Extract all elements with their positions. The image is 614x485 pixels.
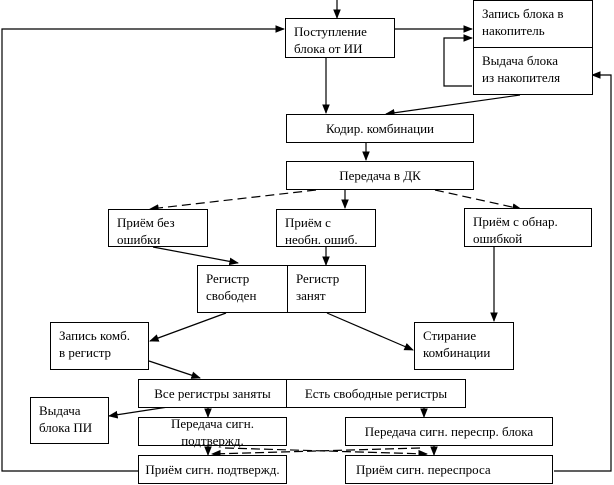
edge-transmit-to-detected (434, 189, 522, 211)
node-label: Запись блока в накопитель (482, 6, 564, 38)
node-register-busy: Регистр занят (287, 265, 366, 313)
node-label: Регистр занят (296, 271, 340, 303)
node-label: Приём без ошибки (117, 215, 175, 247)
node-receive-detected-error: Приём с обнар. ошибкой (464, 208, 592, 247)
node-send-repeat-request-signal: Передача сигн. переспр. блока (345, 417, 553, 446)
node-send-ack-signal: Передача сигн. подтвержд. (138, 415, 287, 448)
node-receive-repeat-request-signal: Приём сигн. переспроса (345, 455, 553, 484)
node-label: Запись комб. в регистр (59, 328, 130, 360)
edge-buffer-output-loop (443, 34, 473, 87)
node-label: Приём сигн. подтвержд. (145, 462, 280, 477)
node-receive-undetected-error: Приём с необн. ошиб. (276, 209, 376, 247)
node-label: Все регистры заняты (154, 386, 271, 401)
edge-buffer-to-encode (385, 94, 521, 117)
node-receive-ack-signal: Приём сигн. подтвержд. (138, 455, 287, 484)
node-register-free: Регистр свободен (197, 265, 288, 313)
node-output-block-to-receiver: Выдача блока ПИ (30, 397, 109, 444)
node-label: Стирание комбинации (423, 328, 491, 360)
node-erase-combination: Стирание комбинации (414, 322, 514, 370)
node-label: Приём с обнар. ошибкой (473, 214, 558, 246)
edge-receive-repeat-loop (554, 71, 612, 472)
node-label: Есть свободные регистры (304, 386, 448, 401)
edge-transmit-to-no-error (149, 189, 317, 212)
edge-send-repeat-to-receive-ack (211, 447, 421, 458)
edge-receive-ack-loop (1, 25, 285, 472)
node-free-registers-exist: Есть свободные регистры (286, 379, 466, 408)
node-label: Передача в ДК (339, 168, 421, 183)
node-write-to-register: Запись комб. в регистр (50, 322, 149, 370)
node-label: Приём сигн. переспроса (356, 462, 491, 477)
edge-write-to-all-busy (148, 360, 201, 379)
edge-send-ack-to-receive-repeat (224, 447, 428, 458)
node-receive-no-error: Приём без ошибки (108, 209, 208, 247)
edge-all-busy-to-output-pi (108, 406, 169, 419)
node-all-registers-busy: Все регистры заняты (138, 379, 287, 408)
node-output-block-from-buffer: Выдача блока из накопителя (473, 47, 593, 95)
node-transmit-to-channel: Передача в ДК (286, 161, 474, 190)
edge-register-free-to-write (149, 312, 227, 342)
node-label: Приём с необн. ошиб. (285, 215, 358, 247)
node-label: Поступление блока от ИИ (294, 24, 367, 56)
node-receive-block-from-source: Поступление блока от ИИ (285, 18, 395, 58)
node-write-block-to-buffer: Запись блока в накопитель (473, 0, 593, 48)
edge-no-error-to-register-free (152, 246, 239, 266)
node-label: Кодир. комбинации (325, 121, 435, 136)
node-label: Регистр свободен (206, 271, 257, 303)
node-label: Передача сигн. подтвержд. (171, 415, 254, 448)
node-encode-combination: Кодир. комбинации (286, 114, 474, 143)
node-label: Выдача блока ПИ (39, 403, 93, 435)
node-label: Передача сигн. переспр. блока (364, 424, 534, 439)
edge-register-busy-to-erase (326, 312, 414, 351)
node-label: Выдача блока из накопителя (482, 53, 561, 85)
